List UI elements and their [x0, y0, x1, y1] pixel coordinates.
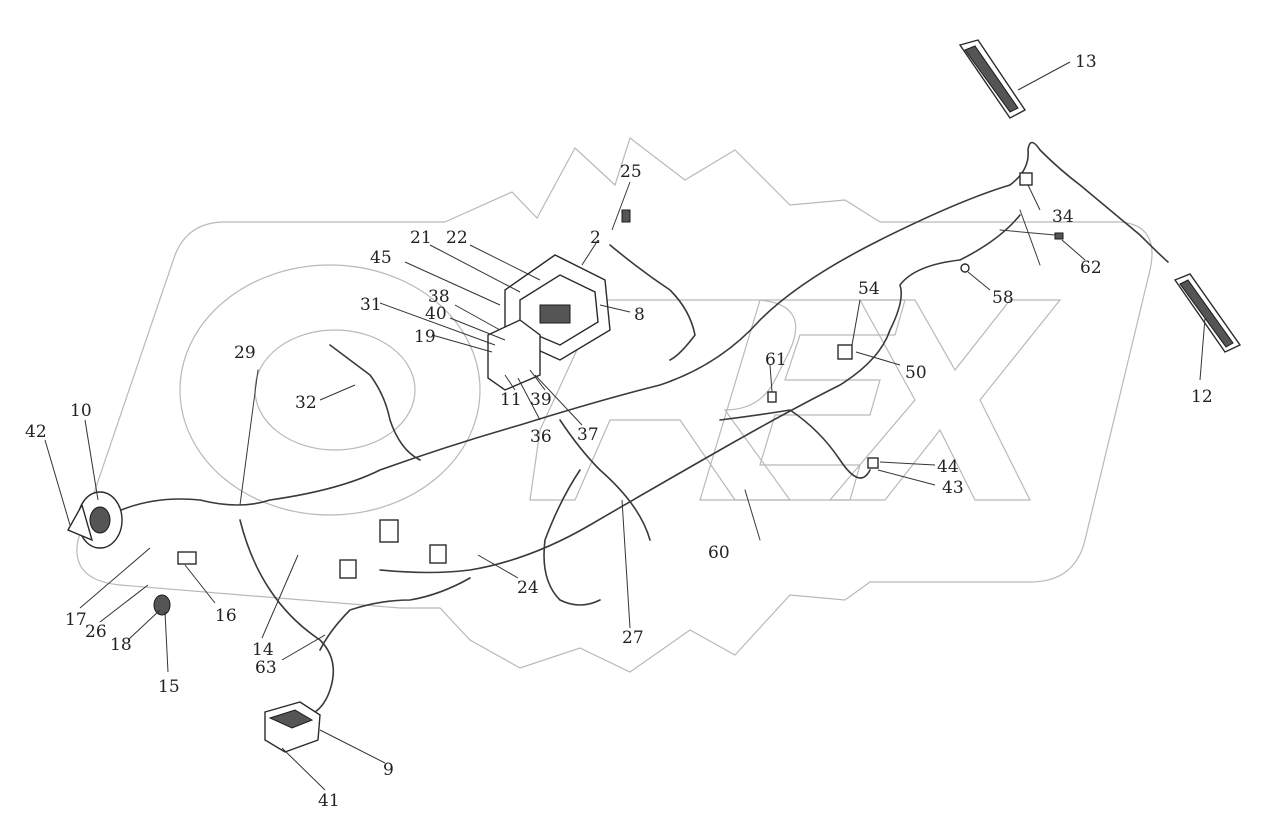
connector-50: [837, 344, 853, 360]
rear-branch-wire: [319, 577, 471, 651]
callout-10: 10: [70, 401, 92, 421]
roof-wire-front-lamp: [1009, 141, 1169, 263]
callout-21: 21: [410, 228, 432, 248]
wire-62-branch: [999, 209, 1056, 266]
callout-12: 12: [1191, 387, 1213, 407]
callout-2: 2: [590, 228, 601, 248]
leader-lines: [44, 61, 1206, 791]
connector-25: [621, 209, 631, 223]
callout-26: 26: [85, 622, 107, 642]
callout-32: 32: [295, 393, 317, 413]
main-trunk-wire: [109, 184, 1011, 516]
callout-25: 25: [620, 162, 642, 182]
branch-wire-29: [239, 369, 259, 506]
connector-a: [379, 519, 399, 543]
callout-39: 39: [530, 390, 552, 410]
callout-14: 14: [252, 640, 274, 660]
callout-11: 11: [500, 390, 522, 410]
watermark-logo: [76, 137, 1153, 673]
connector-62: [1054, 232, 1064, 240]
callout-9: 9: [383, 760, 394, 780]
connector-b: [339, 559, 357, 579]
callout-38: 38: [428, 287, 450, 307]
callout-60: 60: [708, 543, 730, 563]
callout-34: 34: [1052, 207, 1074, 227]
left-branch-wire: [239, 519, 335, 713]
connector-58: [960, 263, 970, 273]
callout-54: 54: [858, 279, 880, 299]
callout-58: 58: [992, 288, 1014, 308]
watermark-letter-e: [699, 299, 906, 501]
lower-trunk-wire: [379, 214, 1021, 574]
connector-c: [429, 544, 447, 564]
callout-15: 15: [158, 677, 180, 697]
connector-44: [867, 457, 879, 469]
watermark-gear-outline: [76, 137, 1153, 673]
right-branch-wire: [719, 409, 871, 479]
clock-spring: [67, 491, 123, 549]
center-branch-wire: [543, 419, 651, 606]
callout-50: 50: [905, 363, 927, 383]
callout-27: 27: [622, 628, 644, 648]
callout-29: 29: [234, 343, 256, 363]
lamp-12: [1173, 273, 1242, 353]
upper-center-wire: [609, 244, 696, 361]
lamp-13: [958, 39, 1027, 119]
callout-43: 43: [942, 478, 964, 498]
callout-45: 45: [370, 248, 392, 268]
callout-13: 13: [1075, 52, 1097, 72]
callout-42: 42: [25, 422, 47, 442]
callout-62: 62: [1080, 258, 1102, 278]
callout-24: 24: [517, 578, 539, 598]
callout-61: 61: [765, 350, 787, 370]
relay-box: [487, 319, 541, 391]
connector-34: [1019, 172, 1033, 186]
callout-31: 31: [360, 295, 382, 315]
antenna-lead-60: [744, 489, 761, 541]
callout-labels: 2 8 9 10 11 12 13 14 15 16 17 18 19 21 2…: [25, 52, 1213, 811]
callout-44: 44: [937, 457, 959, 477]
connector-61: [767, 391, 777, 403]
callout-63: 63: [255, 658, 277, 678]
connector-16: [177, 551, 197, 565]
callout-40: 40: [425, 304, 447, 324]
callout-41: 41: [318, 791, 340, 811]
callout-18: 18: [110, 635, 132, 655]
components: [67, 39, 1242, 753]
callout-37: 37: [577, 425, 599, 445]
callout-8: 8: [634, 305, 645, 325]
watermark-letter-x: [828, 299, 1062, 501]
callout-36: 36: [530, 427, 552, 447]
upper-left-branch-wire: [329, 344, 421, 461]
callout-22: 22: [446, 228, 468, 248]
watermark-letter-o-outer: [179, 264, 481, 516]
callout-17: 17: [65, 610, 87, 630]
harness-wires: [109, 141, 1169, 713]
callout-16: 16: [215, 606, 237, 626]
rear-module: [264, 701, 321, 753]
callout-19: 19: [414, 327, 436, 347]
horn-15: [153, 594, 171, 616]
